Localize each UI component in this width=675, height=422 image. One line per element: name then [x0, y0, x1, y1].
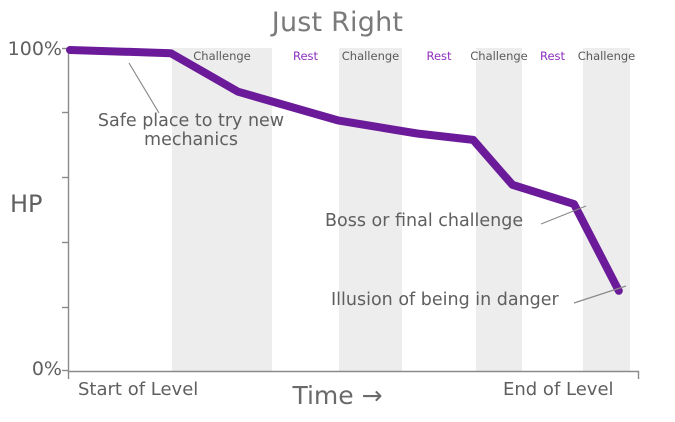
band-label-rest-6: Rest [539, 49, 566, 63]
challenge-band [476, 48, 522, 371]
challenge-band [172, 48, 272, 371]
shaded-bands-group [172, 48, 630, 371]
chart-title: Just Right [271, 7, 404, 38]
hp-line-series [66, 46, 623, 295]
y-axis-title: HP [10, 190, 43, 218]
band-label-rest-4: Rest [426, 49, 452, 63]
y-tick-label-0: 0% [31, 358, 62, 380]
band-label-challenge-1: Challenge [193, 49, 251, 63]
x-label-start-of-level: Start of Level [78, 379, 199, 400]
band-label-rest-2: Rest [292, 49, 319, 63]
y-axis-ticks [62, 47, 68, 372]
annotation-leader-lines [128, 62, 627, 304]
band-label-challenge-3: Challenge [341, 49, 400, 63]
challenge-band [583, 48, 630, 371]
annotation-boss: Boss or final challenge [325, 211, 524, 231]
band-label-challenge-5: Challenge [470, 49, 528, 63]
annotation-safe-place: Safe place to try new mechanics [97, 111, 285, 150]
x-axis-ticks [67, 371, 640, 379]
x-axis-title: Time → [292, 381, 383, 410]
challenge-band [339, 48, 402, 371]
y-tick-label-100: 100% [7, 38, 62, 60]
x-label-end-of-level: End of Level [503, 379, 614, 400]
band-label-challenge-7: Challenge [577, 49, 636, 63]
annotation-illusion: Illusion of being in danger [331, 290, 559, 310]
